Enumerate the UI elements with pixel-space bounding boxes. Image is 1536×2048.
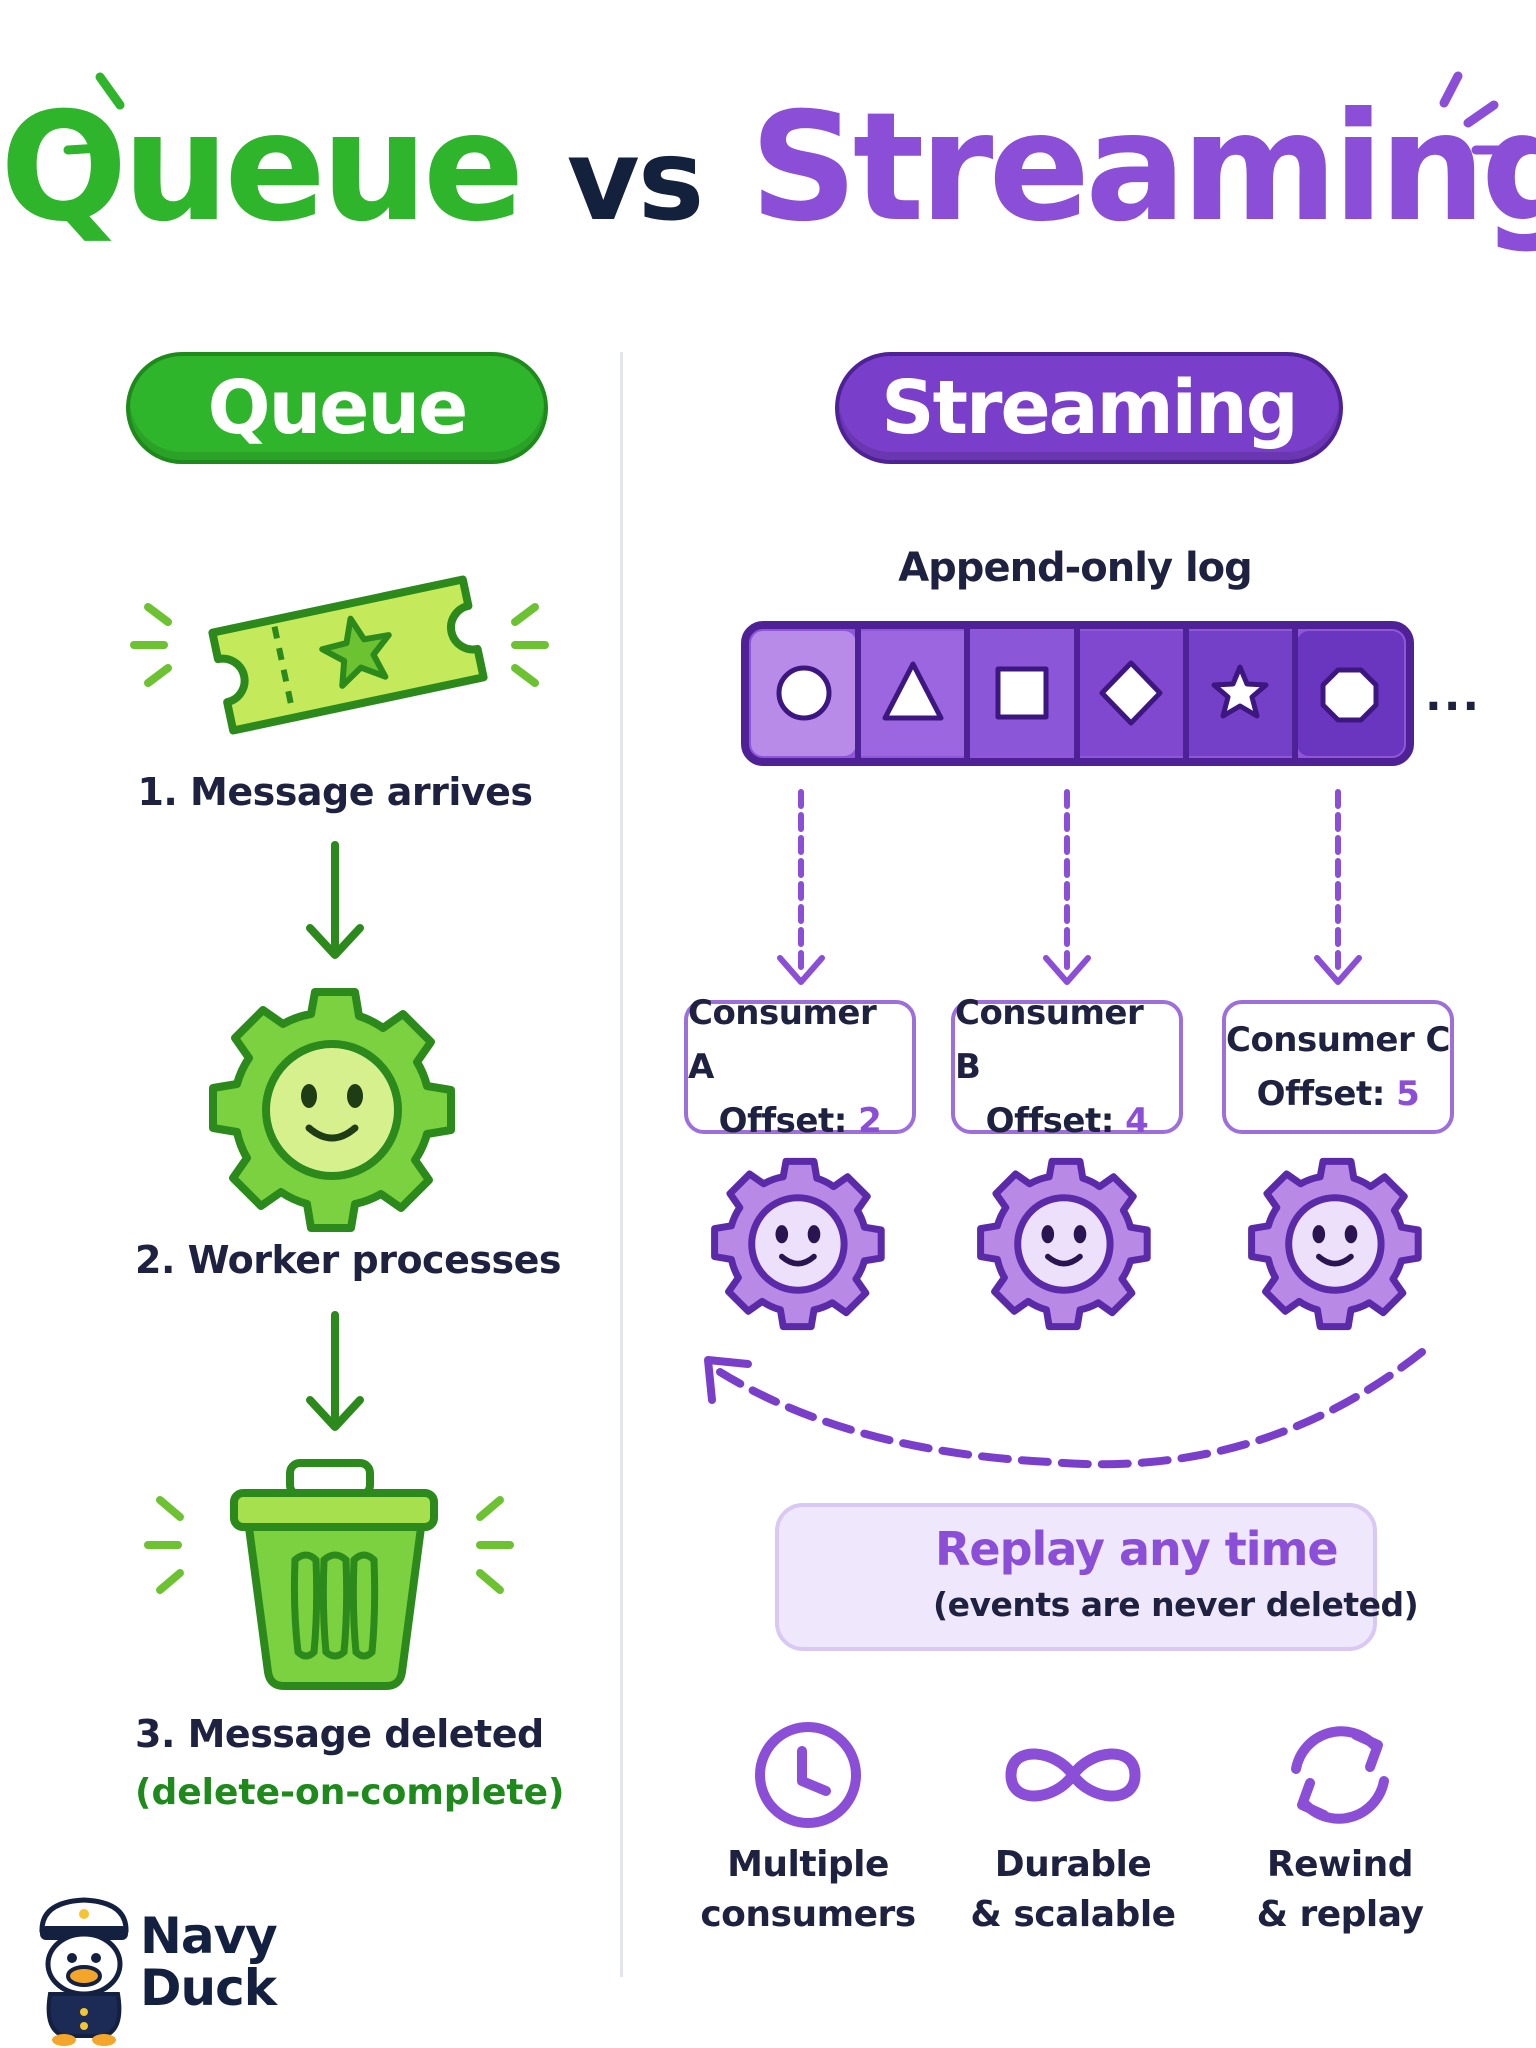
feature-rewind-replay: Rewind & replay	[1210, 1840, 1470, 1940]
feature-multiple-consumers: Multiple consumers	[678, 1840, 938, 1940]
consumer-name: Consumer A	[688, 993, 877, 1087]
consumer-gear-a	[711, 1157, 885, 1331]
replay-callout	[775, 1503, 1377, 1651]
log-title: Append-only log	[898, 545, 1253, 591]
step-label-message-deleted: 3. Message deleted	[135, 1712, 544, 1756]
column-divider	[620, 352, 623, 1977]
log-cell-circle	[776, 665, 832, 721]
append-only-log	[741, 621, 1414, 766]
feature-line2: consumers	[700, 1894, 916, 1935]
feature-line2: & replay	[1256, 1894, 1424, 1935]
ticket-sparkles	[130, 603, 549, 687]
offset-label: Offset:	[1256, 1074, 1386, 1114]
refresh-icon	[1291, 1726, 1389, 1824]
trash-bin-icon	[230, 1459, 438, 1690]
consumer-offset-row: Offset: 2	[719, 1094, 882, 1148]
feature-line1: Multiple	[727, 1844, 889, 1885]
log-continues-ellipsis: ...	[1425, 670, 1482, 721]
queue-header-pill: Queue	[126, 352, 548, 464]
consumer-gear-b	[977, 1157, 1151, 1331]
offset-label: Offset:	[718, 1101, 848, 1141]
consumer-offset-row: Offset: 5	[1257, 1067, 1420, 1121]
delete-on-complete-note: (delete-on-complete)	[135, 1772, 565, 1813]
consumer-name: Consumer C	[1226, 1020, 1451, 1060]
consumer-name: Consumer B	[955, 993, 1144, 1087]
replay-title: Replay any time	[935, 1522, 1339, 1576]
clock-icon	[755, 1722, 861, 1828]
offset-value: 4	[1125, 1101, 1149, 1141]
replay-subtitle: (events are never deleted)	[933, 1585, 1419, 1624]
consumer-card-a: Consumer A Offset: 2	[684, 993, 916, 1141]
ticket-icon	[208, 575, 488, 735]
offset-label: Offset:	[985, 1101, 1115, 1141]
log-cell-octagon	[1320, 667, 1379, 723]
log-cell-star	[1211, 664, 1269, 719]
brand-wordmark: Navy Duck	[140, 1907, 278, 2017]
flow-arrow-down	[306, 841, 364, 959]
feature-line2: & scalable	[970, 1894, 1176, 1935]
flow-arrow-down	[306, 1311, 364, 1431]
consumer-card-c: Consumer C Offset: 5	[1222, 1000, 1454, 1134]
step-label-message-arrives: 1. Message arrives	[137, 770, 533, 814]
log-cell-square	[995, 666, 1049, 720]
title-streaming: Streaming	[749, 81, 1536, 255]
replay-curved-arrow	[704, 1348, 1426, 1469]
title-vs: vs	[566, 116, 705, 246]
offset-value: 5	[1396, 1074, 1420, 1114]
log-cell-diamond	[1099, 660, 1163, 726]
streaming-header-pill: Streaming	[835, 352, 1343, 464]
feature-line1: Durable	[994, 1844, 1152, 1885]
trash-sparkles	[144, 1496, 514, 1594]
consumer-gear-c	[1248, 1157, 1422, 1331]
consumer-offset-row: Offset: 4	[986, 1094, 1149, 1148]
feature-durable-scalable: Durable & scalable	[943, 1840, 1203, 1940]
brand-line2: Duck	[140, 1959, 277, 2017]
page-title: Queue vs Streaming	[0, 78, 1536, 271]
offset-value: 2	[858, 1101, 882, 1141]
log-cell-triangle	[882, 661, 944, 721]
step-label-worker-processes: 2. Worker processes	[135, 1238, 561, 1282]
duck-mascot-logo	[39, 1897, 129, 2046]
feature-line1: Rewind	[1266, 1844, 1414, 1885]
title-queue: Queue	[0, 81, 525, 255]
infinity-icon	[1005, 1748, 1141, 1802]
brand-line1: Navy	[140, 1907, 278, 1965]
consumer-card-b: Consumer B Offset: 4	[951, 993, 1183, 1141]
gear-smiley-icon	[209, 988, 455, 1232]
